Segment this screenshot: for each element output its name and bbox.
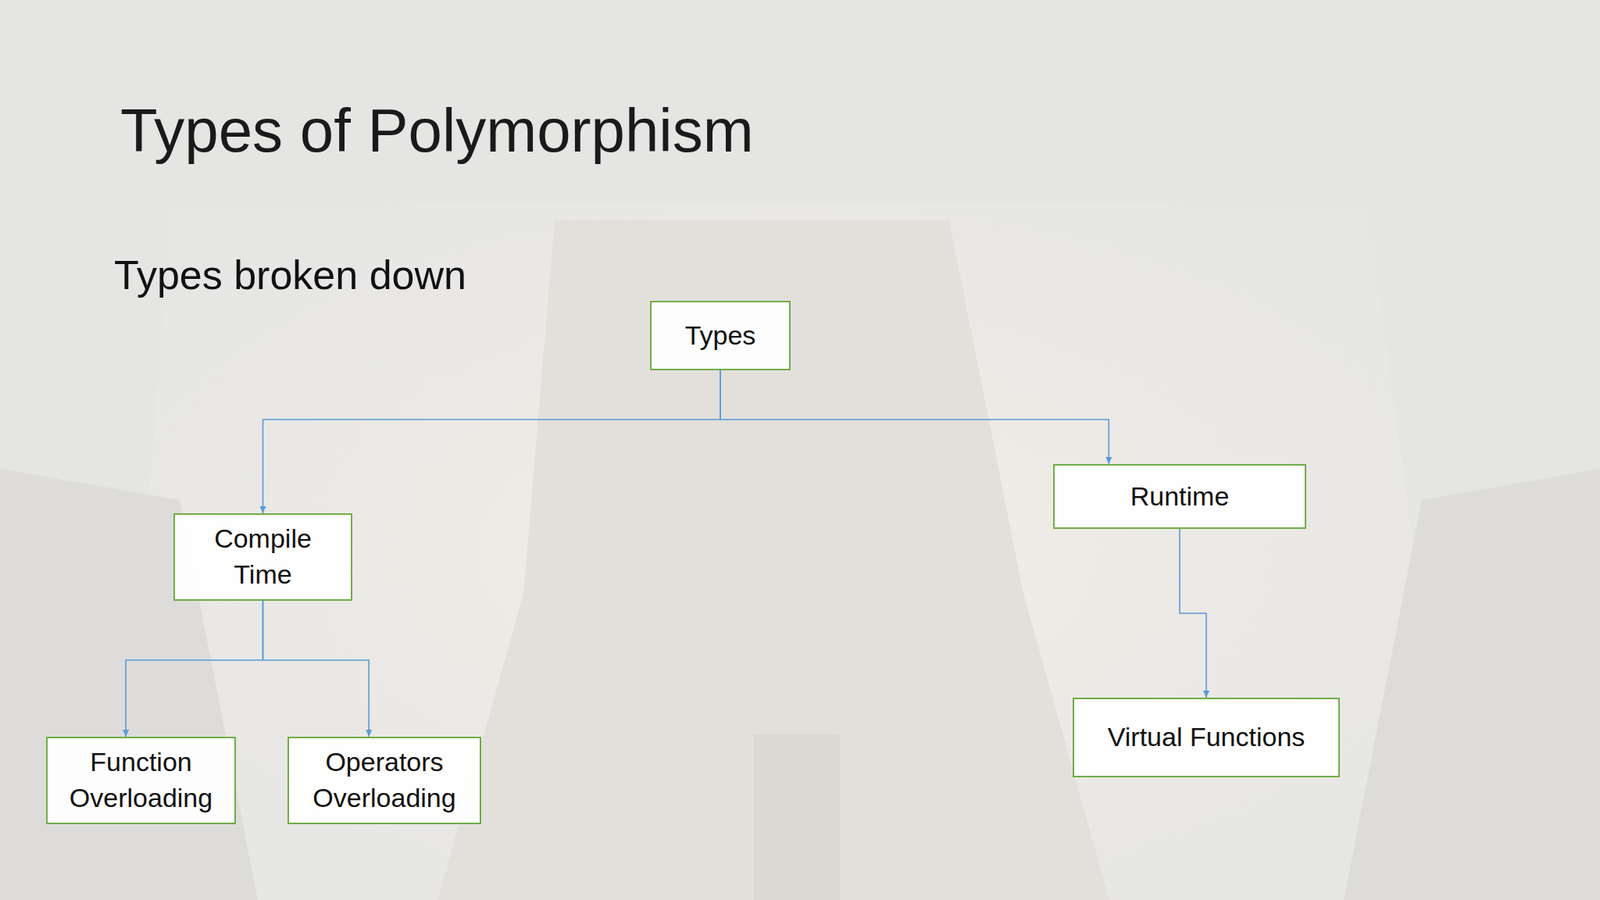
process-box: Function Overloading bbox=[46, 736, 236, 825]
slide-title: Types of Polymorphism bbox=[120, 95, 754, 167]
tree-connector bbox=[1179, 528, 1207, 698]
process-box: Compile Time bbox=[173, 513, 353, 601]
box-text: Virtual Functions bbox=[1107, 719, 1306, 756]
tree-connector bbox=[720, 370, 1109, 465]
box-text: Runtime bbox=[1130, 478, 1230, 515]
box-text: Compile Time bbox=[193, 521, 333, 593]
process-box: Virtual Functions bbox=[1072, 697, 1340, 778]
process-box: Operators Overloading bbox=[287, 736, 482, 825]
process-box: Types bbox=[650, 300, 791, 371]
tree-connector bbox=[125, 600, 263, 737]
box-text: Types bbox=[685, 317, 757, 354]
process-box: Runtime bbox=[1053, 464, 1307, 529]
tree-connector bbox=[263, 370, 722, 514]
tree-connector bbox=[263, 600, 370, 737]
box-text: Function Overloading bbox=[64, 744, 218, 817]
box-text: Operators Overloading bbox=[306, 744, 463, 817]
subtitle-label: Types broken down bbox=[114, 251, 467, 299]
